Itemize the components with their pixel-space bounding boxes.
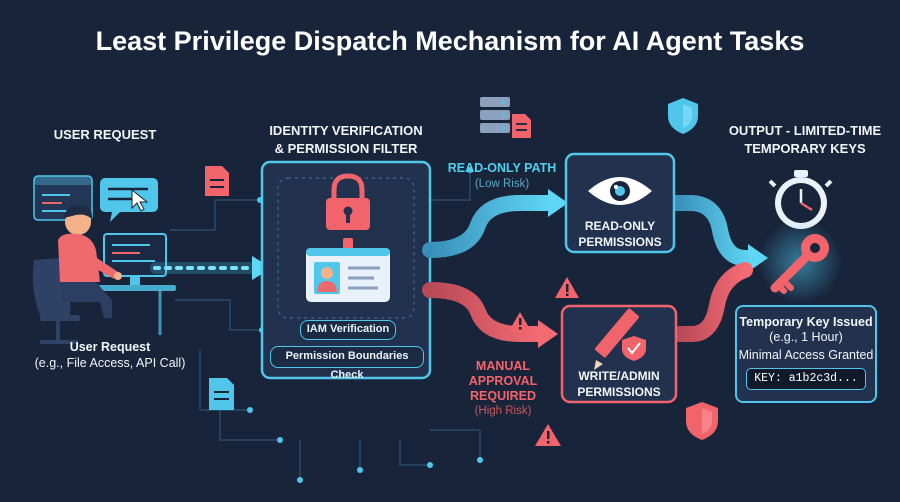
- filter-header-line2: & PERMISSION FILTER: [274, 141, 418, 156]
- lock-icon: [326, 173, 370, 230]
- chat-bubble-icon: [100, 178, 158, 212]
- manual-approval-sub: (High Risk): [474, 405, 532, 417]
- manual-approval-label-line2: APPROVAL: [468, 374, 538, 388]
- person-body: [58, 233, 100, 282]
- cursor-icon: [131, 188, 149, 212]
- stopwatch-icon: [768, 170, 833, 229]
- write-admin-box: [560, 304, 678, 404]
- circuit-traces: [170, 170, 481, 480]
- temporary-key-value: KEY: a1b2c3d...: [746, 368, 866, 390]
- read-only-path-arrow: [422, 189, 768, 272]
- read-only-path-label: READ-ONLY PATH: [447, 161, 557, 175]
- minimal-access-granted: Minimal Access Granted: [738, 348, 874, 362]
- document-icon: [205, 166, 229, 196]
- iam-verification-pill: IAM Verification: [300, 320, 396, 340]
- read-only-box-line2: PERMISSIONS: [578, 235, 662, 249]
- pencil-icon: [594, 308, 639, 370]
- warning-icon: [555, 277, 579, 298]
- write-path-arrow: [422, 262, 753, 348]
- user-request-header: USER REQUEST: [53, 127, 157, 142]
- write-admin-box-line1: WRITE/ADMIN: [578, 369, 660, 383]
- filter-header-line1: IDENTITY VERIFICATION: [269, 123, 423, 138]
- write-admin-box-line2: PERMISSIONS: [577, 385, 661, 399]
- eye-icon: [588, 177, 652, 205]
- user-request-caption-title: User Request: [69, 340, 151, 354]
- warning-icon-bottom: [535, 424, 561, 446]
- read-only-path-sub: (Low Risk): [474, 178, 530, 190]
- manual-approval-label-line1: MANUAL: [475, 359, 531, 373]
- id-badge-icon: [306, 238, 390, 302]
- temporary-key-issued: Temporary Key Issued: [739, 315, 873, 329]
- output-header-line1: OUTPUT - LIMITED-TIME: [728, 123, 882, 138]
- shield-icon: [668, 98, 698, 134]
- manual-approval-label-line3: REQUIRED: [470, 389, 536, 403]
- shield-check-icon: [622, 336, 646, 361]
- user-illustration: [32, 175, 176, 344]
- temporary-key-duration: (e.g., 1 Hour): [769, 330, 843, 344]
- shield-icon-bottom: [686, 402, 718, 440]
- read-only-box: [564, 152, 676, 254]
- user-request-caption: (e.g., File Access, API Call): [34, 356, 186, 370]
- server-icon: [480, 97, 510, 133]
- file-icon: [512, 114, 531, 138]
- permission-boundaries-pill: Permission Boundaries Check: [270, 346, 424, 381]
- user-to-filter-arrow: [150, 256, 272, 280]
- page-title: Least Privilege Dispatch Mechanism for A…: [95, 26, 805, 56]
- read-only-box-line1: READ-ONLY: [584, 219, 656, 233]
- output-header-line2: TEMPORARY KEYS: [744, 141, 866, 156]
- circuit-nodes: [247, 167, 483, 483]
- warning-icon-left: [509, 312, 531, 331]
- key-icon: [758, 220, 842, 304]
- document-icon-lower: [209, 378, 234, 410]
